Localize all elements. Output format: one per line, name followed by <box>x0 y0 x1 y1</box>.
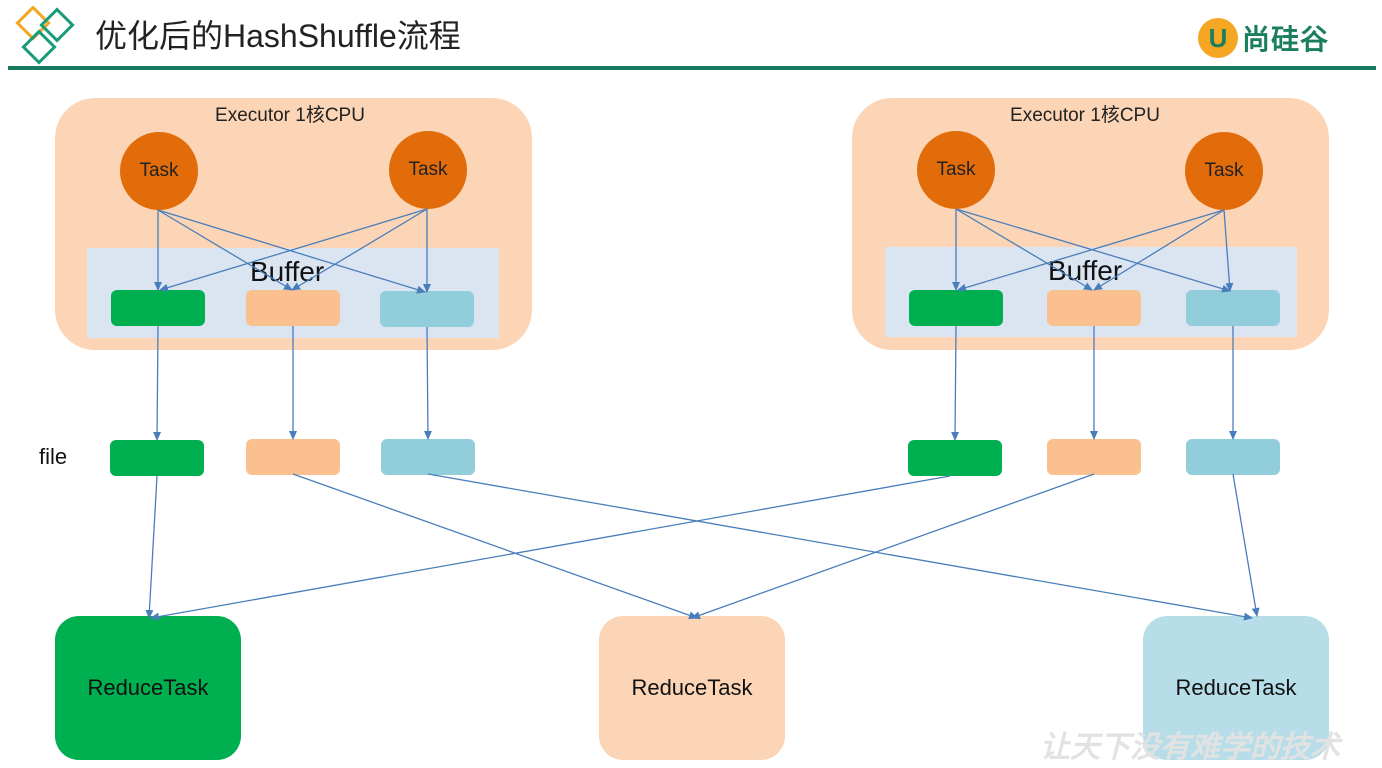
reduce-task-node: ReduceTask <box>55 616 241 760</box>
buffer-bucket-peach <box>246 290 340 326</box>
flow-arrow <box>957 209 1225 292</box>
flow-arrow <box>159 208 428 292</box>
header-divider <box>8 66 1376 70</box>
executor-label-1: Executor 1核CPU <box>215 105 365 126</box>
file-label: file <box>39 444 68 469</box>
brand-name: 尚硅谷 <box>1242 24 1330 55</box>
flow-arrow <box>153 325 162 441</box>
file-block-blue <box>1186 439 1280 475</box>
flow-arrow <box>157 209 426 294</box>
flow-arrow <box>150 475 951 621</box>
task-node: Task <box>1185 132 1263 210</box>
buffer-bucket-green <box>909 290 1003 326</box>
flow-arrow <box>427 473 1253 621</box>
flow-arrow <box>955 208 1093 291</box>
buffer-bucket-green <box>111 290 205 326</box>
flow-arrow <box>1093 209 1225 291</box>
flow-arrow <box>157 209 293 291</box>
buffer-bucket-peach <box>1047 290 1141 326</box>
diamond-logo-icon <box>15 6 75 65</box>
buffer-bucket-blue <box>1186 290 1280 326</box>
brand-logo: U <box>1198 18 1238 58</box>
executor-label-2: Executor 1核CPU <box>1010 105 1160 126</box>
file-block-green <box>908 440 1002 476</box>
reduce-task-node: ReduceTask <box>599 616 785 760</box>
brand-mark-icon: U <box>1208 22 1228 53</box>
task-node: Task <box>120 132 198 210</box>
flow-arrow <box>1232 473 1260 617</box>
flow-arrow <box>292 473 698 620</box>
file-block-peach <box>1047 439 1141 475</box>
page-title: 优化后的HashShuffle流程 <box>95 18 461 54</box>
buffer-bucket-blue <box>380 291 474 327</box>
buffer-label-1: Buffer <box>250 256 325 287</box>
flow-arrow <box>691 473 1095 620</box>
file-block-green <box>110 440 204 476</box>
file-block-peach <box>246 439 340 475</box>
flow-arrow <box>1223 209 1234 292</box>
flow-arrow <box>145 475 158 619</box>
watermark-text: 让天下没有难学的技术 <box>1040 731 1340 764</box>
flow-arrow <box>423 326 432 440</box>
flow-arrow <box>951 325 960 441</box>
task-node: Task <box>389 131 467 209</box>
reduce-task-node: ReduceTask <box>1143 616 1329 760</box>
task-node: Task <box>917 131 995 209</box>
flow-arrow <box>291 208 428 291</box>
file-block-blue <box>381 439 475 475</box>
